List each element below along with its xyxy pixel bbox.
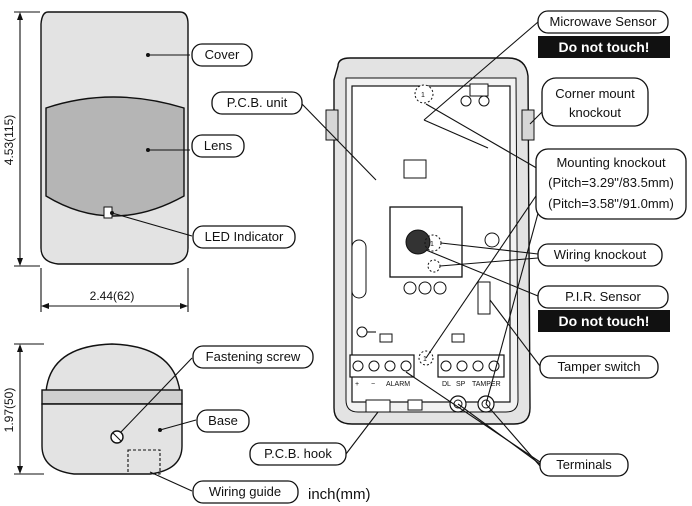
terminal-block-right (437, 354, 505, 378)
pcb-hook-label: P.C.B. hook (264, 446, 332, 461)
corner-knockout-right (521, 109, 535, 141)
terminal-mark-minus: − (371, 381, 375, 388)
pir-sensor-label-box (537, 285, 669, 309)
mounting-knockout-title: Mounting knockout (556, 155, 666, 170)
wiring-knockout-label-box (537, 243, 663, 267)
pcb-unit-label-box (211, 91, 303, 115)
pir-sensor-label: P.I.R. Sensor (565, 289, 641, 304)
lens-label: Lens (204, 138, 233, 153)
front-lens (45, 96, 185, 217)
wiring-guide-label: Wiring guide (209, 484, 281, 499)
width-dimension-text: 2.44(62) (90, 289, 135, 303)
mounting-knockout-label-box (535, 148, 687, 220)
base-label: Base (208, 413, 238, 428)
corner-mount-label-box (541, 77, 649, 127)
tamper-switch-label: Tamper switch (557, 359, 640, 374)
terminal-mark-plus: + (355, 381, 359, 388)
wiring-guide-slot (127, 449, 161, 475)
front-view (40, 11, 189, 265)
wiring-guide-label-box (192, 480, 299, 504)
terminal-block-left (349, 354, 415, 378)
terminals-label: Terminals (556, 457, 612, 472)
mounting-pitch-1: (Pitch=3.29"/83.5mm) (548, 175, 674, 190)
height-dimension-text: 4.53(115) (2, 115, 16, 165)
depth-dimension-text: 1.97(50) (2, 388, 16, 433)
depth-dimension: 1.97(50) (2, 343, 44, 475)
terminal-mark-sp: SP (456, 381, 466, 388)
side-rim (41, 389, 183, 405)
mounting-pitch-2: (Pitch=3.58"/91.0mm) (548, 196, 674, 211)
pcb-slot (351, 239, 367, 299)
tamper-switch-label-box (539, 355, 659, 379)
side-dome (45, 343, 181, 393)
pcb-unit-label: P.C.B. unit (227, 95, 288, 110)
terminal-mark-dl: DL (442, 381, 451, 388)
svg-text:1: 1 (421, 92, 425, 99)
unit-label: inch(mm) (308, 486, 371, 503)
opened-view: 1 1 1 + (325, 57, 535, 425)
width-dimension: 2.44(62) (40, 268, 189, 312)
pir-warning-label: Do not touch! (559, 313, 650, 329)
pir-warning-badge (538, 310, 670, 332)
terminal-mark-tamper: TAMPER (472, 381, 501, 388)
tamper-switch-body (477, 281, 491, 315)
microwave-sensor-label: Microwave Sensor (550, 14, 658, 29)
pcb-hook-part (365, 399, 391, 413)
fastening-screw-label-box (192, 345, 314, 369)
microwave-sensor-label-box (537, 10, 669, 34)
corner-mount-label-line2: knockout (569, 105, 621, 120)
pcb-hook-label-box (249, 442, 347, 466)
fastening-screw-label: Fastening screw (206, 349, 301, 364)
svg-text:1: 1 (430, 241, 434, 248)
microwave-screw (414, 84, 434, 104)
svg-text:1: 1 (423, 356, 427, 363)
led-indicator-label-box (192, 225, 296, 249)
terminal-mark-alarm: ALARM (386, 381, 410, 388)
corner-mount-label-line1: Corner mount (555, 86, 635, 101)
cover-label: Cover (205, 47, 240, 62)
microwave-warning-label: Do not touch! (559, 39, 650, 55)
side-view (41, 343, 183, 475)
cover-label-box (191, 43, 253, 67)
lens-label-box (191, 134, 245, 158)
wiring-knockout-label: Wiring knockout (554, 247, 647, 262)
pir-sensor-element (405, 229, 431, 255)
height-dimension: 4.53(115) (2, 11, 40, 267)
top-connector (469, 83, 489, 97)
led-indicator-label: LED Indicator (205, 229, 284, 244)
microwave-warning-badge (538, 36, 670, 58)
terminals-label-box (539, 453, 629, 477)
base-label-box (196, 409, 250, 433)
